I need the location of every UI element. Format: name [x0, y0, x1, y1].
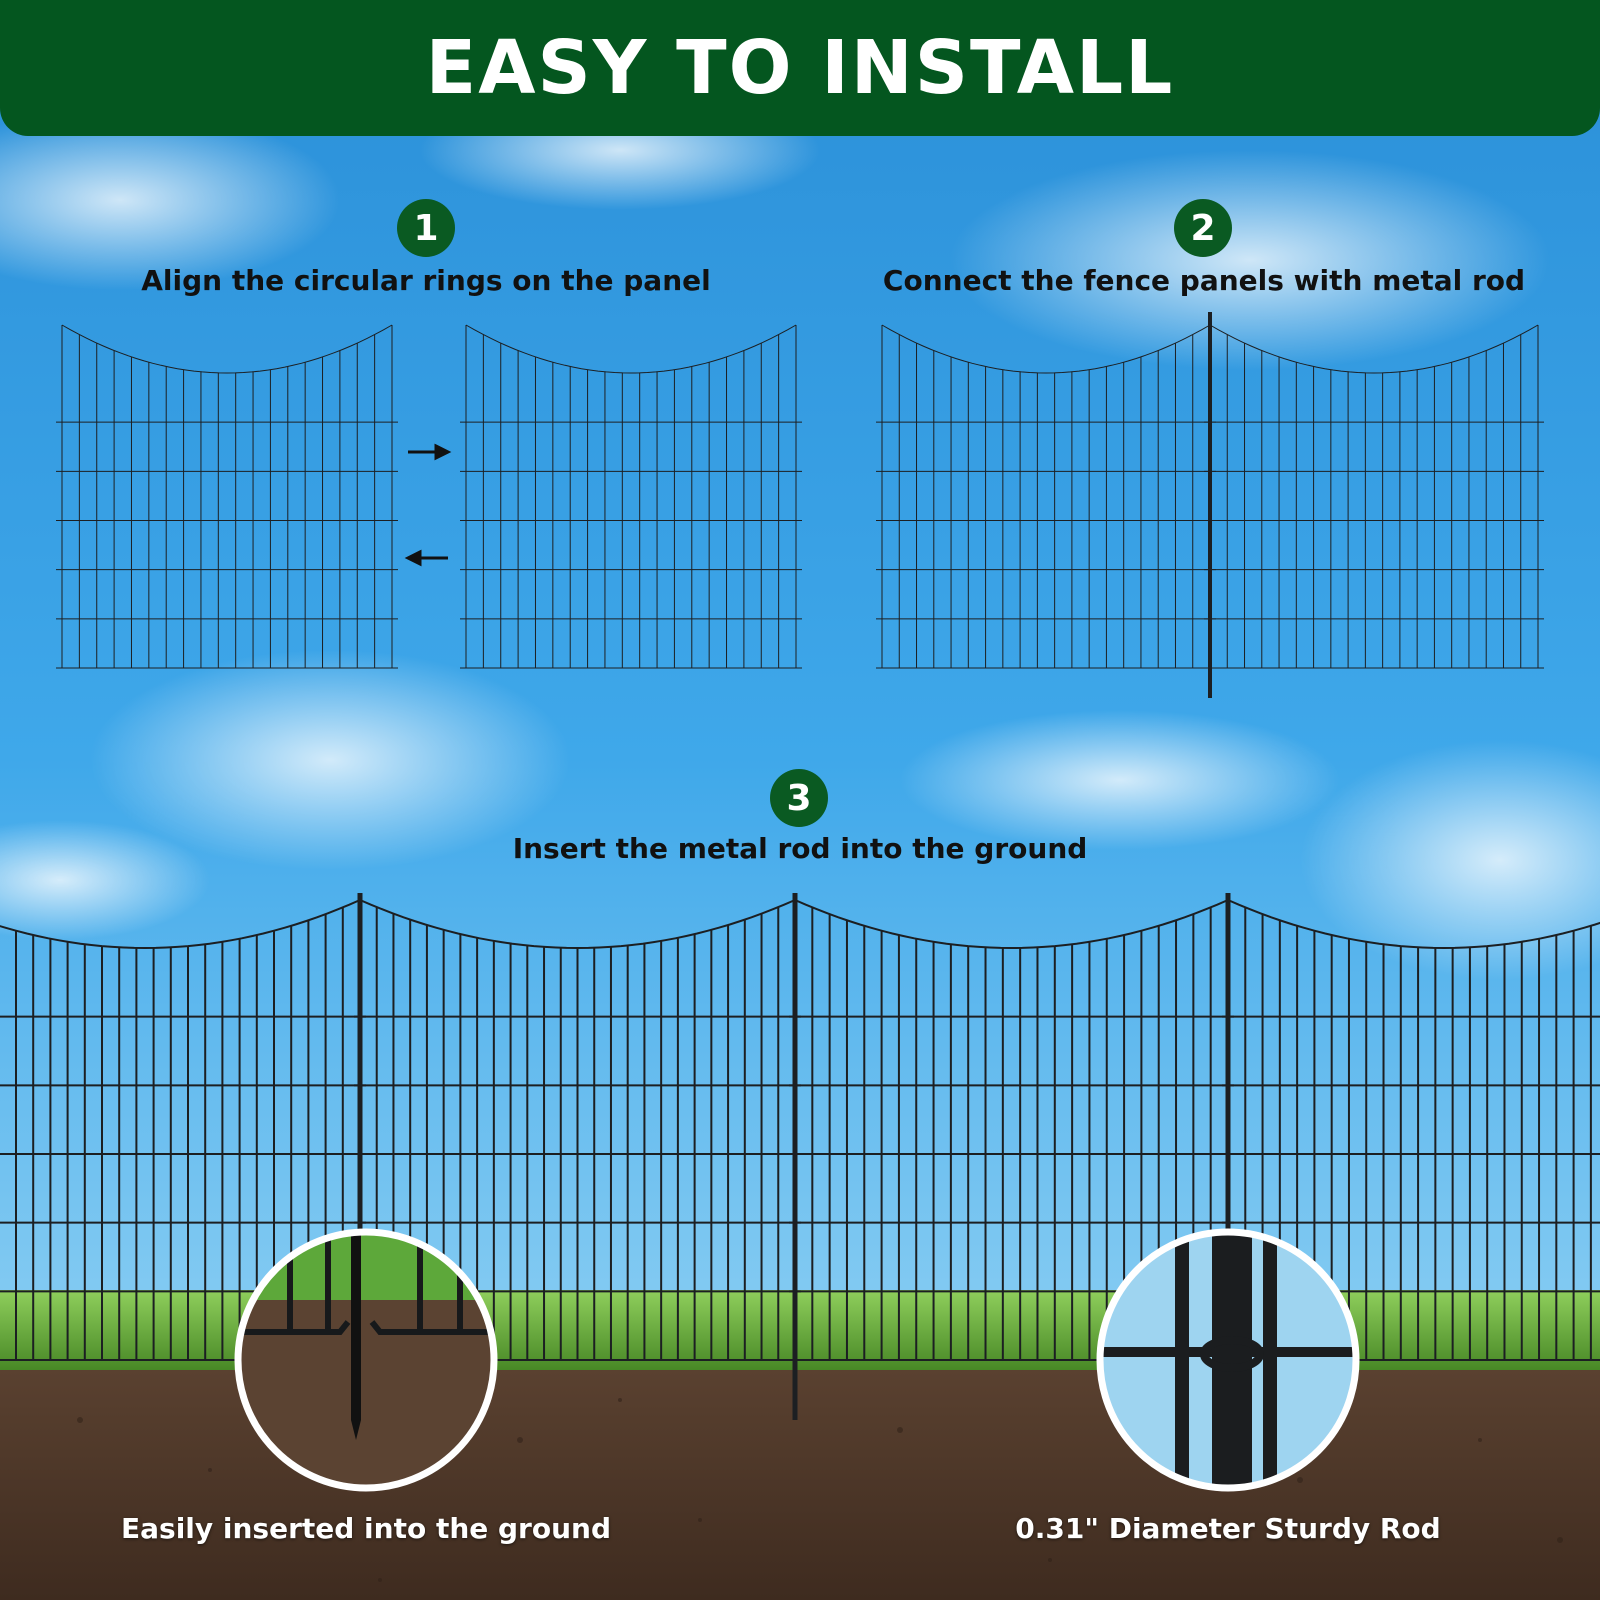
fence-wire	[1227, 899, 1600, 950]
arrow-right-icon	[408, 443, 452, 461]
fence-wire	[794, 899, 1229, 950]
fence-wire	[465, 324, 797, 374]
soil-texture	[77, 1398, 1563, 1582]
step-2-badge: 2	[1174, 199, 1232, 257]
ground-caption: Easily inserted into the ground	[121, 1512, 611, 1545]
fence-panel-connected-right	[1204, 324, 1544, 669]
page-title: EASY TO INSTALL	[425, 25, 1175, 111]
fence-panel-connected-left	[876, 324, 1216, 669]
title-banner: EASY TO INSTALL	[0, 0, 1600, 136]
fence-wire	[359, 899, 796, 950]
fence-panel-right	[460, 324, 802, 669]
arrow-left-icon	[404, 549, 448, 567]
rod-caption: 0.31" Diameter Sturdy Rod	[1015, 1512, 1441, 1545]
step-1-text: Align the circular rings on the panel	[141, 264, 711, 297]
fence-wire	[61, 324, 393, 374]
fence-wire	[881, 324, 1211, 374]
step-3-text: Insert the metal rod into the ground	[512, 832, 1088, 865]
step-2-text: Connect the fence panels with metal rod	[882, 264, 1526, 297]
fence-wire	[0, 899, 361, 950]
fence-wire	[1209, 324, 1539, 374]
rod-diameter-callout	[1100, 1232, 1356, 1488]
step-3-badge: 3	[770, 769, 828, 827]
ground-insert-callout-ring	[234, 1228, 498, 1492]
step-1-badge: 1	[397, 199, 455, 257]
fence-panel-left	[56, 324, 398, 669]
rod-diameter-callout-ring	[1096, 1228, 1360, 1492]
